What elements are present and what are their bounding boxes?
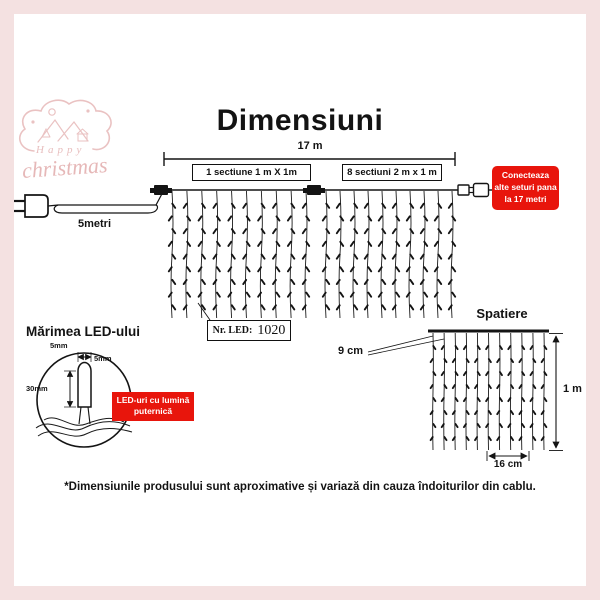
curtain-lights-right-section xyxy=(321,190,457,319)
spacing-diagram xyxy=(367,329,563,461)
led-strong-light-callout: LED-uri cu lumină puternică xyxy=(112,392,194,421)
section-left-box: 1 sectiune 1 m X 1m xyxy=(192,164,311,181)
page-title: Dimensiuni xyxy=(216,104,384,137)
christmas-logo-icon xyxy=(18,99,112,152)
led-height-label: 30mm xyxy=(26,384,48,393)
led-dimension-arrows xyxy=(64,352,92,408)
total-length-dimension-line xyxy=(163,152,456,166)
spacing-curtain-strands xyxy=(429,332,548,451)
strand-gap-label: 9 cm xyxy=(338,345,364,357)
drop-height-arrow xyxy=(549,333,563,451)
end-coupler-icon xyxy=(457,182,492,198)
spacing-heading: Spatiere xyxy=(476,306,528,321)
led-count-box: Nr. LED: 1020 xyxy=(207,320,291,341)
disclaimer-footnote: *Dimensiunile produsului sunt aproximati… xyxy=(64,481,536,493)
total-length-label: 17 m xyxy=(297,140,323,152)
drop-height-label: 1 m xyxy=(563,383,582,395)
led-bulb-drawing xyxy=(77,361,92,425)
bottom-gap-arrow xyxy=(486,451,530,461)
power-plug-icon xyxy=(14,194,49,218)
lead-wire xyxy=(47,189,165,214)
led-side-width-label: 5mm xyxy=(94,354,112,363)
logo-word-happy: Happy xyxy=(36,144,86,156)
connect-more-sets-note: Conecteaza alte seturi pana la 17 metri xyxy=(492,166,559,210)
white-canvas xyxy=(14,14,586,586)
led-count-pointer-line xyxy=(197,302,211,321)
curtain-lights-left-section xyxy=(167,190,311,319)
main-cable xyxy=(150,182,492,198)
strand-gap-fan-lines xyxy=(367,335,445,356)
bottom-gap-label: 16 cm xyxy=(493,459,523,470)
led-count-value: 1020 xyxy=(257,322,286,338)
led-top-width-label: 5mm xyxy=(50,341,68,350)
led-size-heading: Mărimea LED-ului xyxy=(26,324,141,339)
cable-connector-icon xyxy=(303,185,325,195)
cable-connector-icon xyxy=(150,185,172,195)
lead-length-label: 5metri xyxy=(78,218,112,230)
led-count-label: Nr. LED: xyxy=(212,325,253,336)
section-right-box: 8 sectiuni 2 m x 1 m xyxy=(342,164,442,181)
